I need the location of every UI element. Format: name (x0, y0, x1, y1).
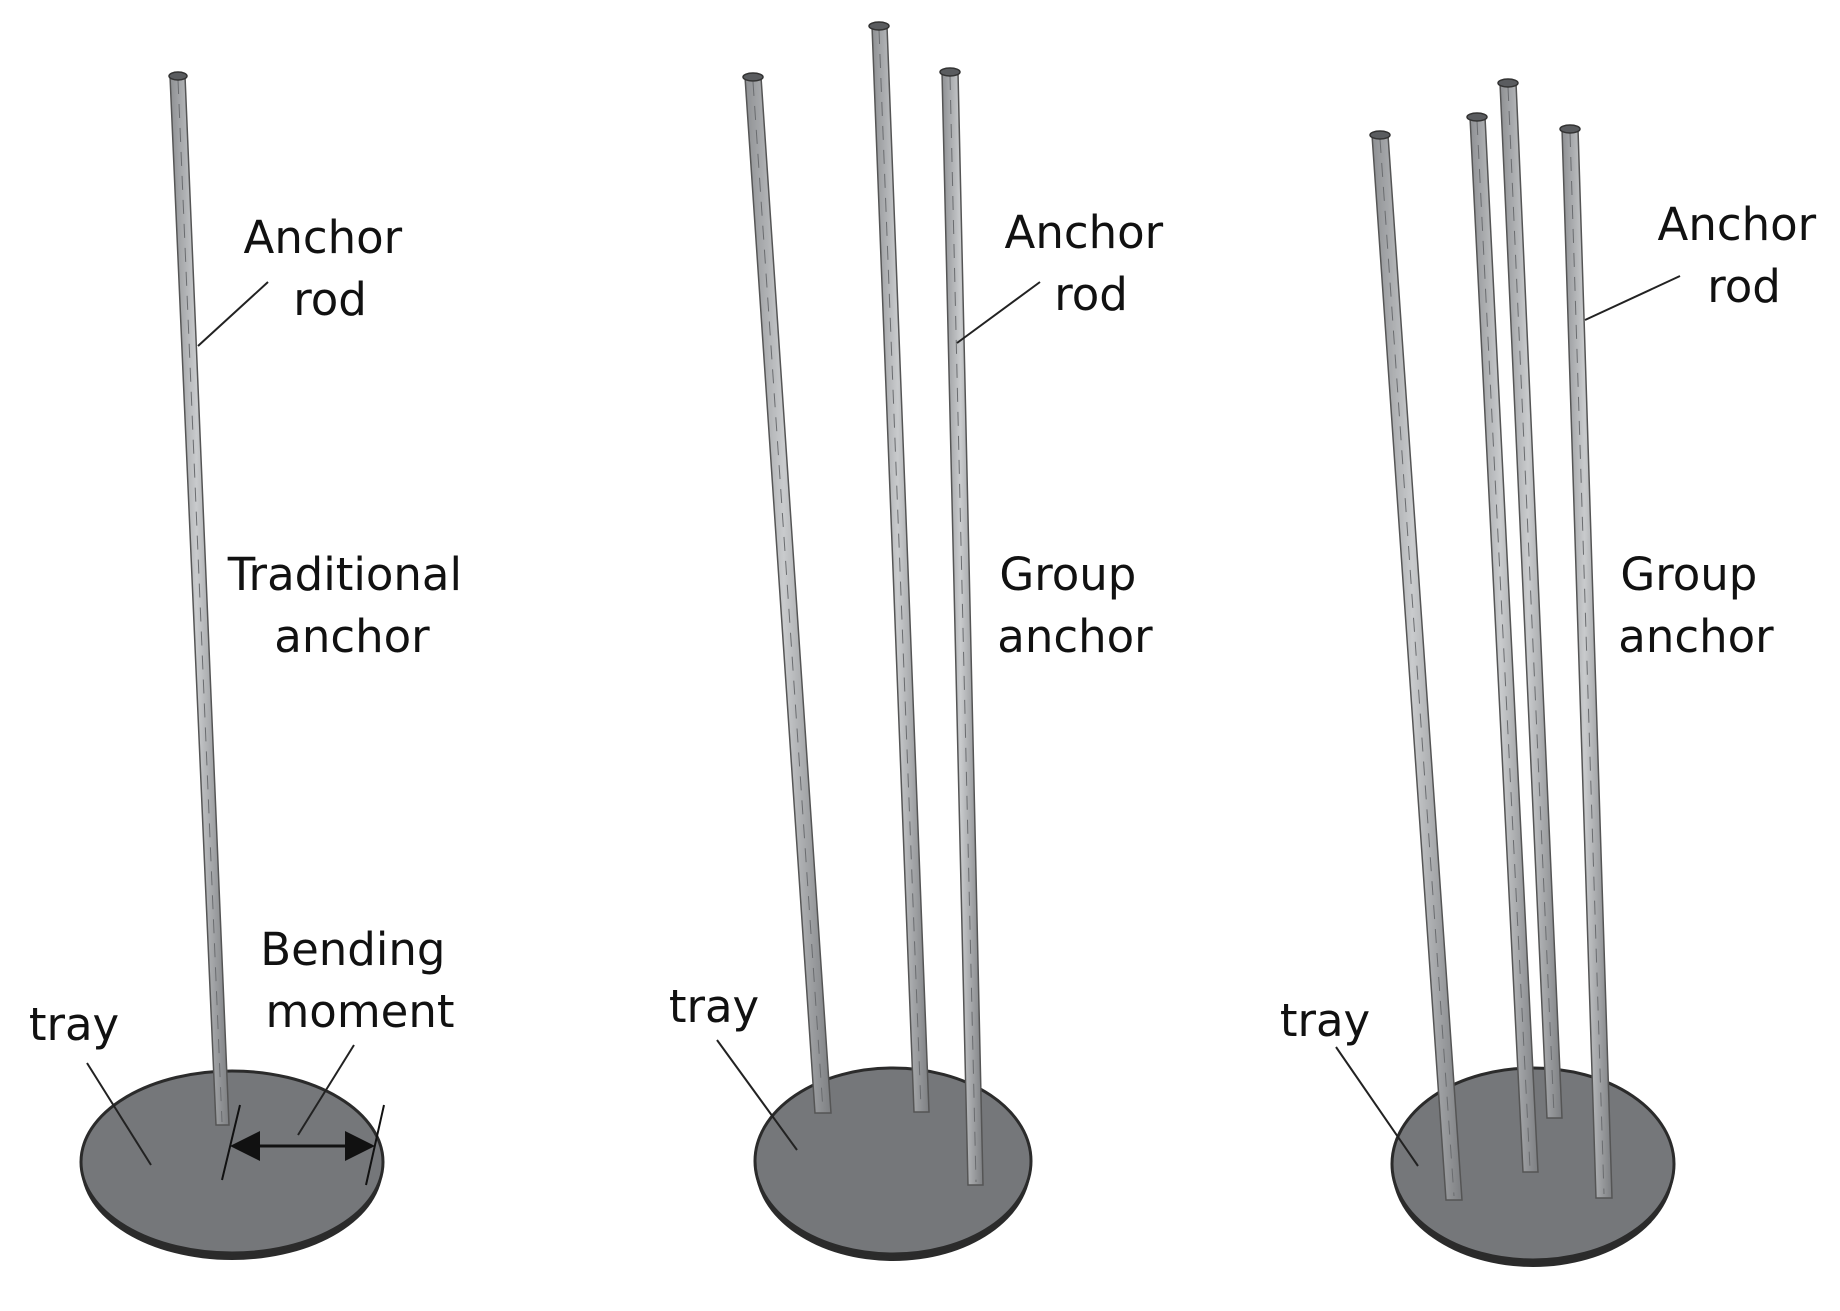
rod-label-line1: Anchor (1005, 206, 1164, 259)
rod-label-line2: rod (1054, 268, 1128, 321)
tray-label: tray (1280, 994, 1370, 1047)
rod-label-line2: rod (293, 273, 367, 326)
panel-group-anchor-four-rods: Anchor rod Group anchor tray (1280, 78, 1831, 1267)
anchor-rod (939, 67, 984, 1186)
anchor-type-label: Group anchor (997, 548, 1153, 663)
anchor-rod (1466, 112, 1539, 1173)
anchor-rod (1497, 78, 1563, 1119)
panel-traditional-anchor: Anchor rod Traditional anchor tray Bendi… (29, 71, 477, 1260)
rod-label: Anchor rod (1005, 206, 1178, 321)
anchor-type-label-line1: Group (999, 548, 1136, 601)
anchor-rod (868, 21, 930, 1113)
moment-leader-line (297, 1044, 355, 1136)
rod-label-line1: Anchor (1658, 198, 1817, 251)
rod-leader-line (197, 281, 269, 347)
anchor-rod (742, 72, 832, 1114)
panel-group-anchor-three-rods: Anchor rod Group anchor tray (669, 21, 1178, 1261)
anchor-type-label-line1: Traditional (227, 548, 462, 601)
rod-label-line1: Anchor (244, 211, 403, 264)
rod-label: Anchor rod (244, 211, 417, 326)
anchor-type-label-line2: anchor (1618, 610, 1774, 663)
tray-label: tray (669, 980, 759, 1033)
anchor-rod (1559, 124, 1613, 1199)
anchor-type-label: Traditional anchor (227, 548, 477, 663)
anchor-type-label-line2: anchor (997, 610, 1153, 663)
tray-leader-line (716, 1039, 798, 1151)
anchor-rod (1369, 130, 1463, 1201)
bending-moment-arrow (221, 1104, 385, 1186)
rod-label-line2: rod (1707, 260, 1781, 313)
anchor-type-label-line2: anchor (274, 610, 430, 663)
tray-label: tray (29, 998, 119, 1051)
tray-leader-line (86, 1062, 152, 1166)
anchor-rod (168, 71, 230, 1126)
bending-moment-label-line1: Bending (260, 923, 445, 976)
tray-disc (753, 1066, 1033, 1261)
anchor-type-label-line1: Group (1620, 548, 1757, 601)
rod-label: Anchor rod (1658, 198, 1831, 313)
tray-leader-line (1335, 1046, 1419, 1167)
bending-moment-label: Bending moment (260, 923, 460, 1038)
rod-leader-line (1584, 275, 1681, 321)
rod-leader-line (956, 281, 1041, 344)
tray-disc (79, 1069, 385, 1260)
bending-moment-label-line2: moment (265, 985, 454, 1038)
anchor-type-label: Group anchor (1618, 548, 1774, 663)
